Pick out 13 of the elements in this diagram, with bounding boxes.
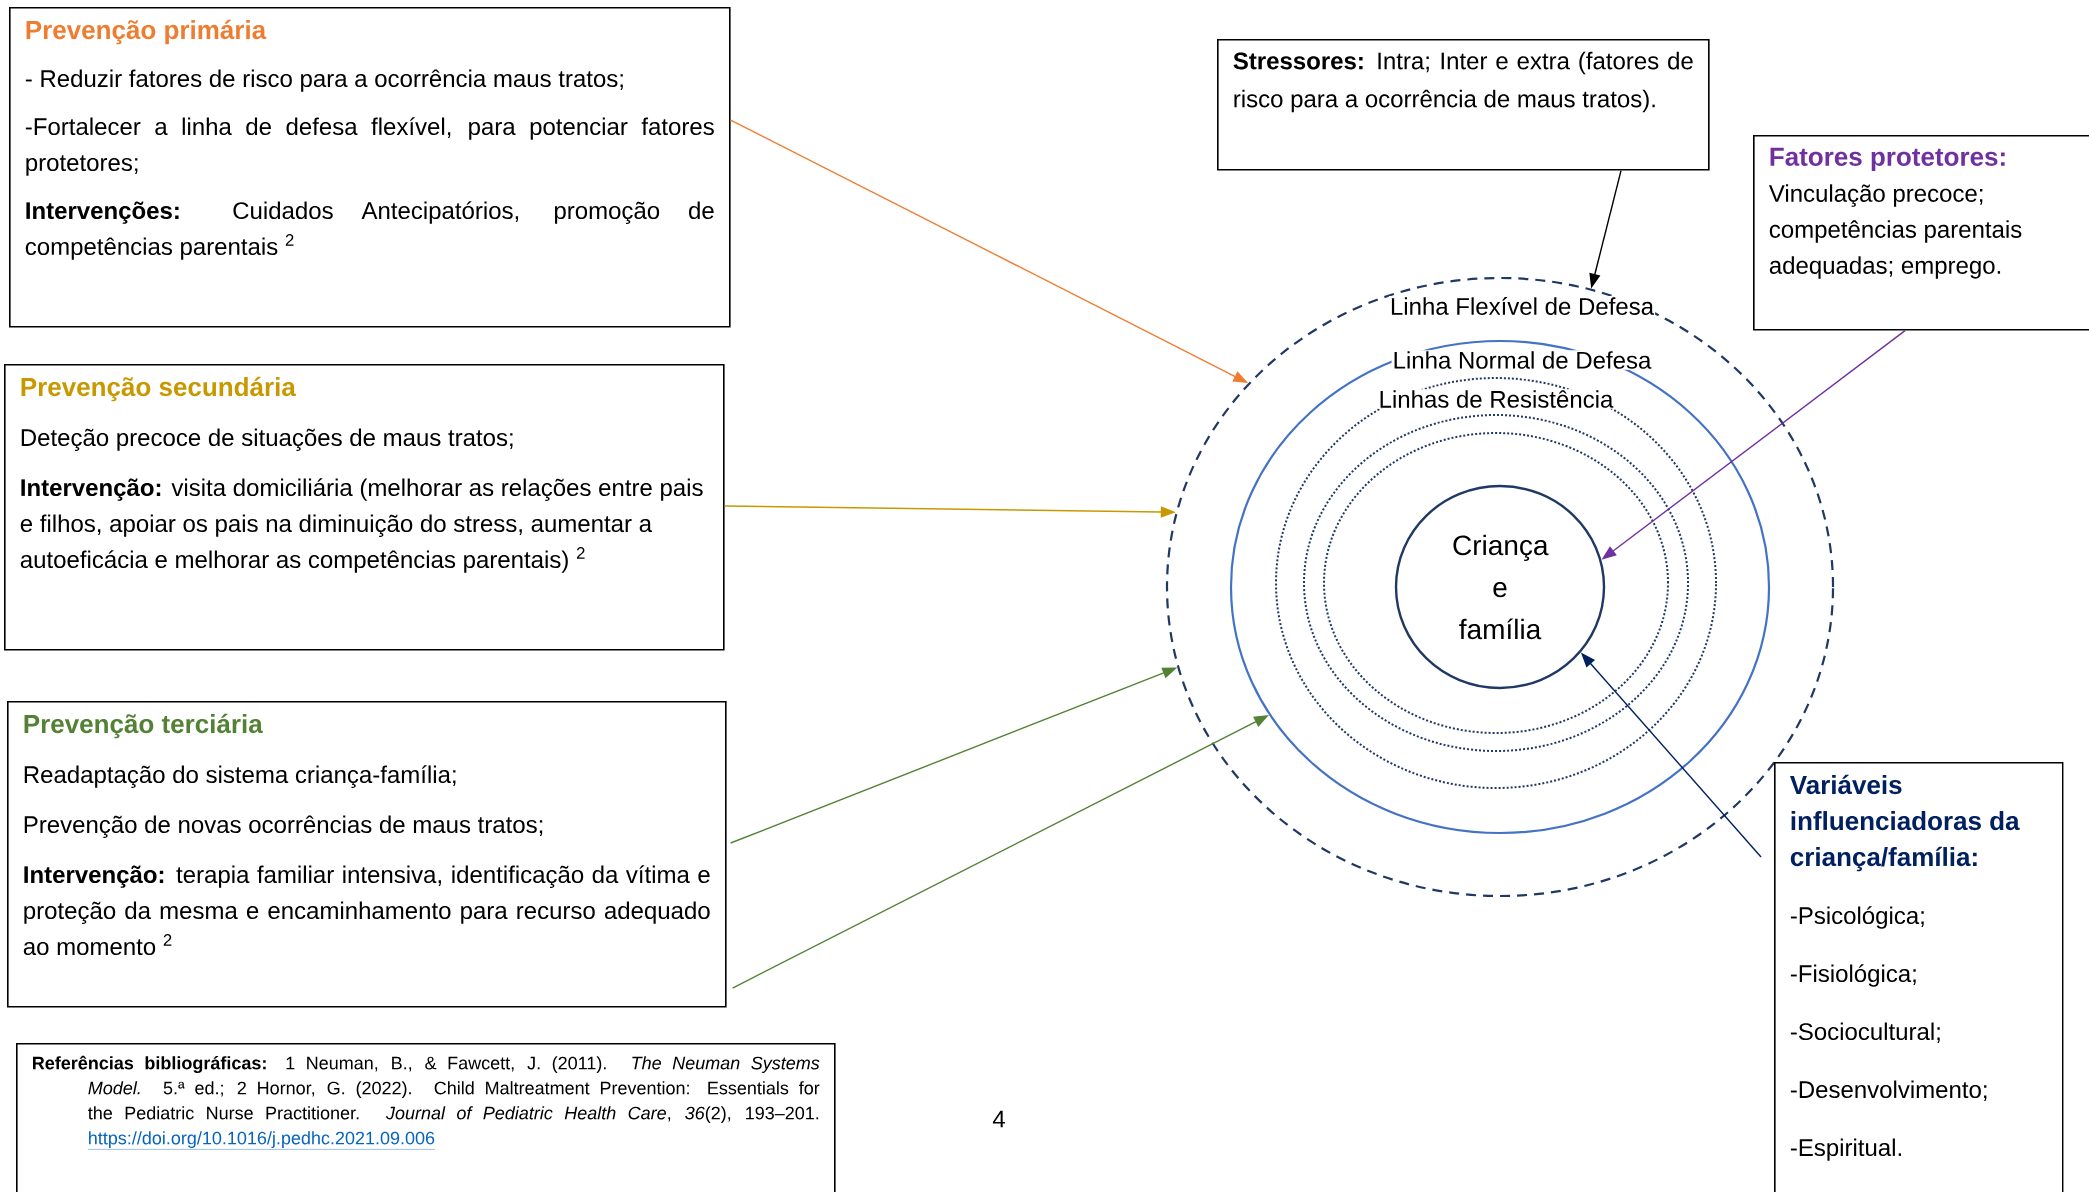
prevention-box: Prevenção secundária Deteção precoce de situações de maus tratos; Intervenção: visita domiciliária (melhorar as relações entre pais e filhos, apoiar os pais na diminuição do stress, aumentar a autoeficácia e melhorar as competências parentais) $^{2}$ [4, 364, 725, 651]
ring-label: Linha Flexível de Defesa [1388, 296, 1656, 316]
stressors-box: Stressores: Intra; Inter e extra (fatores de risco para a ocorrência de maus tratos). [1217, 39, 1710, 171]
variables-box: Variáveis influenciadoras da criança/família: -Psicológica; -Fisiológica; -Sociocultural; -Desenvolvimento; -Espiritual. [1774, 762, 2064, 1192]
dotted-ellipse [1323, 432, 1669, 734]
references-box: Referências bibliográficas: 1 Neuman, B., & Fawcett, J. (2011). The Neuman Systems Model. 5.ª ed.; 2 Hornor, G. (2022). Child Maltreatment Prevention: Essentials for the Pediatric Nurse Practitioner. Journal of Pediatric Health Care, 36(2), 193–201. https://doi.org/10.1016/j.pedhc.2021.09.006 [16, 1043, 836, 1192]
dotted-ellipse [1303, 414, 1689, 752]
protective-factors-box: Fatores protetores: Vinculação precoce; competências parentais adequadas; emprego. [1753, 135, 2089, 331]
prevention-box: Prevenção terciária Readaptação do sistema criança-família; Prevenção de novas ocorrências de maus tratos; Intervenção: terapia familiar intensiva, identificação da vítima e proteção da mesma e encaminhamento para recurso adequado ao momento $^{2}$ [7, 701, 727, 1008]
ring-label: Linhas de Resistência [1377, 389, 1615, 409]
ring-label: Linha Normal de Defesa [1391, 350, 1653, 370]
prevention-box: Prevenção primária - Reduzir fatores de risco para a ocorrência maus tratos; -Fortalecer a linha de defesa flexível, para potenciar fatores protetores; Intervenções: Cuidados Antecipatórios, promoção de competências parentais $^{2}$ [9, 7, 731, 328]
page-number: 4 [992, 1110, 1005, 1128]
